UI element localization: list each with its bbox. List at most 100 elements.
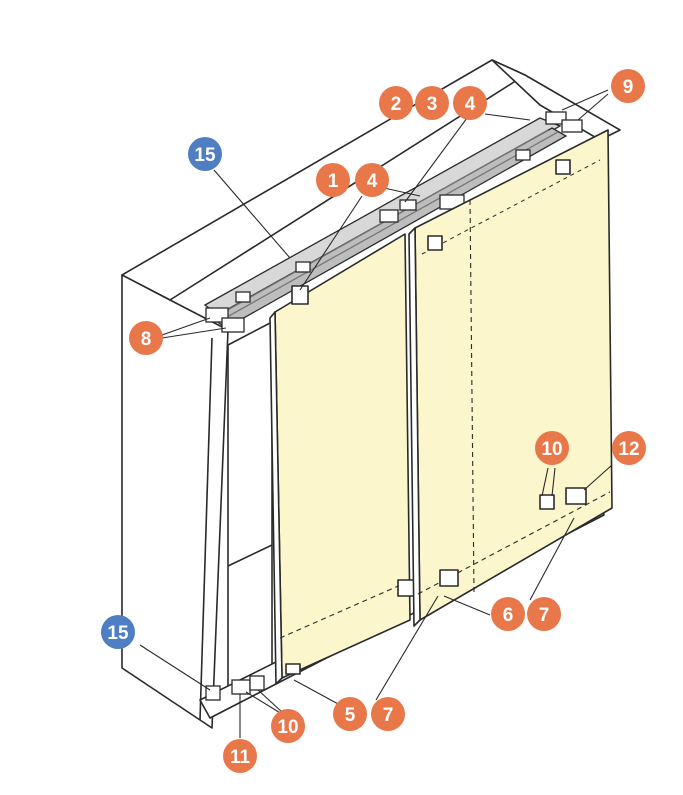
cabinet-left-edge — [199, 337, 213, 721]
leader-10-right-b — [551, 467, 556, 497]
callout-label: 3 — [427, 94, 438, 115]
leader-4-top-a — [404, 113, 471, 203]
door-right-hidden-divider — [469, 199, 475, 593]
leader-15-bottom — [139, 644, 211, 691]
callout-7-orange: 7 — [527, 597, 561, 631]
callout-circle — [101, 615, 135, 649]
door-left-top-carrier — [291, 285, 309, 305]
callout-circle — [371, 697, 405, 731]
bottom-left-guide-2 — [249, 675, 265, 691]
door-left-bottom-guide — [285, 663, 301, 675]
leader-9-a — [561, 89, 609, 111]
callout-circle — [415, 86, 449, 120]
top-bracket-center — [379, 209, 399, 223]
callout-circle — [612, 431, 646, 465]
leader-6 — [443, 595, 491, 616]
callout-11-orange: 11 — [223, 739, 257, 773]
callout-label: 5 — [345, 705, 356, 726]
end-stop-right-2 — [561, 119, 583, 133]
callout-label: 7 — [539, 605, 550, 626]
end-stop-right-1 — [545, 111, 567, 125]
leader-8-b — [161, 327, 227, 339]
door-right-top-carrier-2 — [555, 159, 571, 175]
callout-circle — [271, 709, 305, 743]
leader-8-a — [161, 317, 211, 336]
callout-circle — [355, 163, 389, 197]
leader-5 — [293, 679, 341, 706]
leader-7-right — [529, 517, 575, 601]
leader-4-mid — [383, 187, 421, 197]
callout-circle — [188, 137, 222, 171]
callout-15-blue: 15 — [101, 615, 135, 649]
callout-9-orange: 9 — [611, 69, 645, 103]
trolley-3 — [399, 199, 417, 211]
callout-label: 7 — [383, 705, 394, 726]
callout-label: 9 — [623, 77, 634, 98]
callout-circle — [535, 431, 569, 465]
callout-label: 4 — [367, 171, 378, 192]
callout-circle — [527, 597, 561, 631]
door-left-hidden-bottom — [279, 579, 413, 639]
leader-9-b — [577, 93, 609, 121]
callout-3-orange: 3 — [415, 86, 449, 120]
callout-4-orange: 4 — [355, 163, 389, 197]
top-track-assembly — [203, 111, 583, 333]
callout-circle — [223, 739, 257, 773]
callout-6-orange: 6 — [491, 597, 525, 631]
callout-2-orange: 2 — [379, 86, 413, 120]
leader-4-top-b — [484, 113, 531, 121]
bottom-left-stop — [205, 685, 221, 701]
door-right-bottom-stop — [565, 487, 587, 505]
callout-10-orange: 10 — [535, 431, 569, 465]
door-right-hidden-top — [421, 159, 601, 255]
door-right-edge — [408, 227, 421, 627]
callout-label: 12 — [618, 439, 639, 460]
leader-10-bottom-a — [257, 689, 283, 713]
top-track-groove-2 — [217, 131, 559, 323]
callout-label: 8 — [141, 329, 152, 350]
cabinet-inner-shelf — [227, 544, 273, 567]
callout-7-orange: 7 — [371, 697, 405, 731]
callout-8-orange: 8 — [129, 321, 163, 355]
trolley-2 — [295, 261, 311, 273]
callout-15-blue: 15 — [188, 137, 222, 171]
door-right — [408, 129, 613, 627]
door-left-bottom-carrier — [397, 579, 415, 597]
leader-10-right-a — [541, 467, 549, 497]
door-right-top-carrier-1 — [427, 235, 443, 251]
callout-circle — [129, 321, 163, 355]
cabinet-right-side — [491, 59, 621, 141]
leader-lines — [139, 89, 613, 738]
bottom-left-hardware — [205, 675, 265, 701]
callout-label: 1 — [328, 171, 339, 192]
callout-label: 2 — [391, 94, 402, 115]
callout-5-orange: 5 — [333, 697, 367, 731]
bottom-left-guide-1 — [231, 679, 251, 695]
callout-label: 15 — [107, 623, 129, 644]
cabinet-left-side — [121, 274, 229, 729]
callout-label: 15 — [194, 145, 216, 166]
callout-circle — [379, 86, 413, 120]
leader-10-bottom-b — [245, 691, 283, 715]
callout-1-orange: 1 — [316, 163, 350, 197]
callout-12-orange: 12 — [612, 431, 646, 465]
end-stop-left-2 — [221, 317, 245, 333]
callout-label: 10 — [541, 439, 562, 460]
callout-circle — [611, 69, 645, 103]
callout-circle — [453, 86, 487, 120]
callout-4-orange: 4 — [453, 86, 487, 120]
callout-circle — [491, 597, 525, 631]
leader-15-top — [213, 169, 291, 259]
callout-label: 11 — [230, 747, 251, 768]
callout-label: 6 — [503, 605, 514, 626]
door-right-bottom-guide — [539, 494, 555, 510]
callout-10-orange: 10 — [271, 709, 305, 743]
cabinet-inner-back — [227, 321, 273, 707]
door-left-edge — [269, 311, 283, 685]
leader-7-bottom — [375, 595, 439, 701]
trolley-4 — [515, 149, 531, 161]
callout-label: 10 — [277, 717, 298, 738]
leader-1-mid — [299, 195, 363, 291]
